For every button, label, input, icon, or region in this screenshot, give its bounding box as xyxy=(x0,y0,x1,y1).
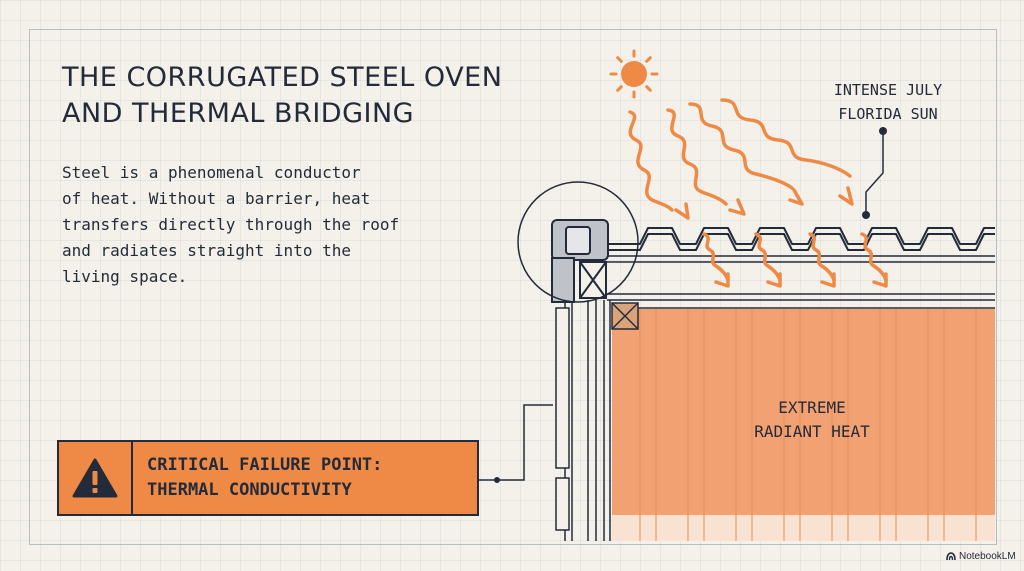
heat-label-line-2: RADIANT HEAT xyxy=(754,422,870,441)
incoming-heat-arrows xyxy=(628,98,852,212)
diagram-frame xyxy=(29,29,997,545)
heat-label-line-1: EXTREME xyxy=(778,398,846,417)
description-line-1: Steel is a phenomenal conductor xyxy=(62,163,361,182)
corner-post xyxy=(551,219,609,303)
sun-icon xyxy=(609,49,659,99)
interior-heat-zone xyxy=(612,309,995,541)
roof-pointer-dot xyxy=(862,211,870,219)
page-title: THE CORRUGATED STEEL OVEN AND THERMAL BR… xyxy=(62,60,502,132)
description-line-5: living space. xyxy=(62,267,188,286)
ceiling-beams xyxy=(607,255,995,309)
description-line-2: of heat. Without a barrier, heat xyxy=(62,189,371,208)
wavy-arrow-icon xyxy=(702,232,730,282)
title-line-1: THE CORRUGATED STEEL OVEN xyxy=(62,62,503,93)
notebooklm-logo-icon xyxy=(946,552,956,561)
wavy-arrow-icon xyxy=(628,110,674,212)
wavy-arrow-icon xyxy=(688,102,794,190)
radiating-heat-arrows xyxy=(702,232,888,282)
sun-label-dot xyxy=(879,127,887,135)
title-line-2: AND THERMAL BRIDGING xyxy=(62,98,415,129)
wood-block xyxy=(611,302,639,330)
notebooklm-watermark: NotebookLM xyxy=(946,551,1016,562)
wavy-arrow-icon xyxy=(808,232,836,282)
callout-line-2: THERMAL CONDUCTIVITY xyxy=(147,480,352,500)
callout-line-1: CRITICAL FAILURE POINT: xyxy=(147,455,383,475)
callout-pointer-dot xyxy=(494,477,500,483)
sun-label-line-1: INTENSE JULY xyxy=(833,81,943,99)
description-line-3: transfers directly through the roof xyxy=(62,215,400,234)
container-wall xyxy=(555,258,611,541)
sun-label: INTENSE JULY FLORIDA SUN xyxy=(790,78,986,126)
description-line-4: and radiates straight into the xyxy=(62,241,351,260)
radiant-heat-label: EXTREME RADIANT HEAT xyxy=(712,396,912,444)
warning-icon xyxy=(72,458,118,498)
wavy-arrow-icon xyxy=(720,98,852,178)
callout-text: CRITICAL FAILURE POINT: THERMAL CONDUCTI… xyxy=(133,442,382,514)
wavy-arrow-icon xyxy=(860,232,888,282)
corrugated-steel-roof xyxy=(607,227,995,251)
callout-icon-box xyxy=(59,442,133,514)
wavy-arrow-icon xyxy=(666,108,728,206)
detail-magnifier-circle xyxy=(517,181,639,303)
radiating-arrow-heads xyxy=(714,272,888,288)
wavy-arrow-icon xyxy=(754,232,782,282)
sun-label-line-2: FLORIDA SUN xyxy=(838,105,938,123)
incoming-arrow-heads xyxy=(674,186,854,220)
description-paragraph: Steel is a phenomenal conductor of heat.… xyxy=(62,160,399,290)
critical-failure-callout: CRITICAL FAILURE POINT: THERMAL CONDUCTI… xyxy=(57,440,479,516)
brand-name: NotebookLM xyxy=(959,551,1016,562)
